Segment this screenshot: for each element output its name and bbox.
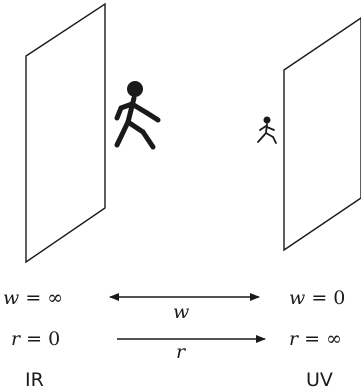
- uv-caption: UV: [306, 369, 333, 391]
- ir-w-equation: w = ∞: [3, 287, 63, 309]
- uv-w-symbol: w: [289, 287, 306, 309]
- uv-w-value: = 0: [311, 287, 346, 309]
- large-stick-figure-icon: [114, 81, 161, 150]
- ir-w-value: = ∞: [25, 287, 64, 309]
- ir-r-value: = 0: [26, 328, 61, 350]
- small-stick-figure-icon: [257, 116, 277, 144]
- ir-caption: IR: [25, 369, 44, 391]
- uv-r-value: = ∞: [304, 328, 342, 350]
- ir-screen: [25, 2, 106, 264]
- uv-w-equation: w = 0: [289, 287, 345, 309]
- ir-w-symbol: w: [3, 287, 20, 309]
- ir-r-symbol: r: [11, 328, 21, 350]
- w-arrow-label: w: [173, 301, 190, 323]
- ir-r-equation: r = 0: [11, 328, 60, 350]
- uv-r-symbol: r: [289, 328, 299, 350]
- uv-r-equation: r = ∞: [289, 328, 342, 350]
- r-arrow-label: r: [176, 341, 186, 363]
- uv-screen: [283, 17, 361, 252]
